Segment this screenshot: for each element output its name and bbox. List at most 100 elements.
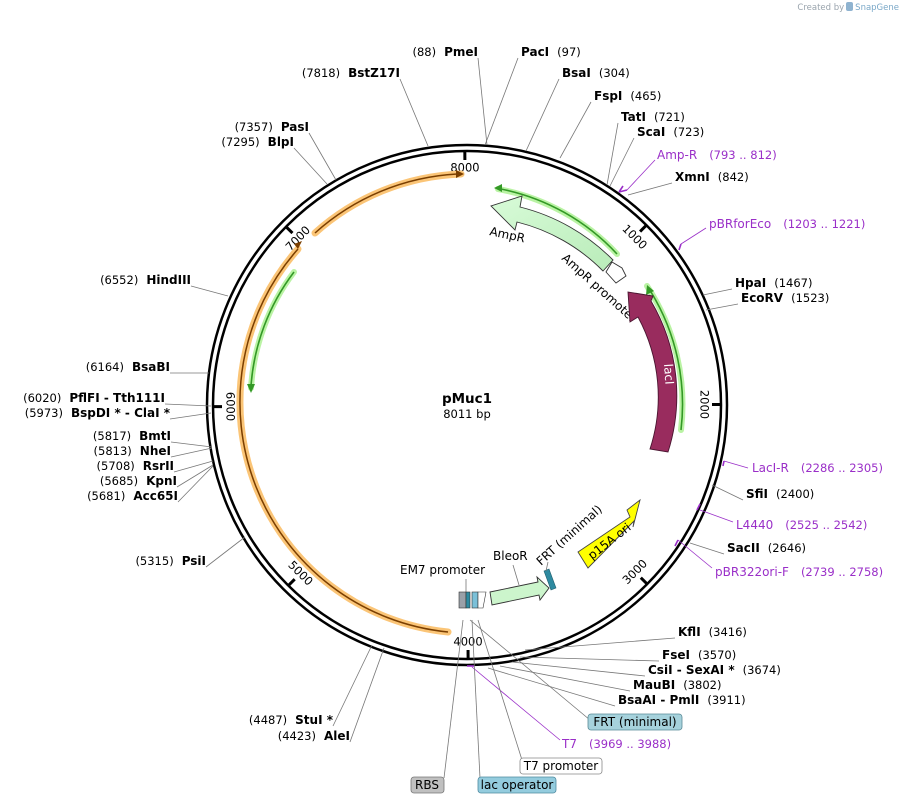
site-name-maubi: MauBI [633, 678, 675, 692]
orange-orf-arrowhead-left [294, 241, 302, 249]
primer-markers [467, 185, 725, 667]
site-name-xmni: XmnI [675, 170, 710, 184]
site-rsrii: RsrII(5708) [97, 459, 174, 473]
site-name-alei: AleI [324, 729, 350, 743]
lac-operator-block [471, 591, 479, 609]
em7-block-teal [465, 591, 471, 609]
ampr-arrow [490, 195, 614, 272]
site-pos-xmni: (842) [718, 170, 749, 184]
tick-label-4000: 4000 [453, 634, 482, 648]
site-name-pflfi: PflFI - Tth111I [69, 391, 165, 405]
site-sacii: SacII(2646) [727, 541, 806, 555]
site-name-nhei: NheI [140, 444, 171, 458]
primer-range-amp-r: (793 .. 812) [709, 148, 777, 162]
bleor-feature: BleoR [489, 549, 550, 606]
laci-label: lacI [661, 363, 676, 385]
site-bstz17i: BstZ17I (7818) [302, 66, 400, 80]
green-orf-top [500, 188, 618, 255]
site-pos-fsei: (3570) [698, 648, 736, 662]
site-leader-sacii [689, 542, 725, 555]
green-orf-left [250, 271, 295, 387]
site-xmni: XmnI (842) [675, 170, 749, 184]
site-leader-stui [332, 644, 373, 727]
site-blpi: BlpI(7295) [221, 135, 294, 149]
tick-mark-1000 [638, 224, 648, 233]
site-name-acc65i: Acc65I [133, 489, 178, 503]
primer-l4440: L4440(2525 .. 2542) [736, 518, 867, 532]
ampr-promoter-arrow [605, 261, 627, 284]
site-pos-pmei: (88) [412, 45, 436, 59]
site-alei: AleI(4423) [278, 729, 350, 743]
site-pos-bsabi: (6164) [86, 360, 124, 374]
em7-block-grey [458, 591, 467, 609]
em7-promoter-feature: EM7 promoter [400, 563, 487, 609]
frt-minimal-box [587, 713, 683, 731]
site-name-blpi: BlpI [268, 135, 294, 149]
site-pos-tati: (721) [654, 110, 685, 124]
site-leader-nhei [170, 447, 213, 458]
primer-mark-pbrforeco [678, 243, 682, 251]
site-leader-lines [164, 57, 744, 743]
site-name-pmei: PmeI [444, 45, 478, 59]
site-pos-maubi: (3802) [683, 678, 721, 692]
site-pos-bsaai: (3911) [707, 693, 745, 707]
ampr-label: AmpR [488, 224, 526, 245]
site-leader-bspdi [169, 412, 212, 420]
t7-promoter-box [519, 757, 603, 775]
site-name-hpai: HpaI [735, 276, 766, 290]
site-leader-hpai [702, 288, 733, 296]
site-name-bsabi: BsaBI [132, 360, 170, 374]
site-leader-acc65i [177, 465, 214, 503]
green-orf-right-arrowhead [646, 285, 654, 295]
site-labels: PmeI(88)PacI(97)BstZ17I(7818)BsaI(304)Fs… [23, 45, 829, 743]
site-name-bstz17i: BstZ17I [348, 66, 400, 80]
primer-range-pbr322ori-f: (2739 .. 2758) [801, 565, 883, 579]
site-leader-scai [609, 137, 635, 187]
boxed-feature-labels: FRT (minimal) T7 promoter RBS lac operat… [410, 619, 683, 794]
primer-name-amp-r: Amp-R [657, 148, 697, 162]
site-leader-pflfi [164, 403, 212, 407]
site-stui: StuI *(4487) [249, 713, 334, 727]
site-pos-bstz17i: (7818) [302, 66, 340, 80]
site-tati: TatI(721) [621, 110, 685, 124]
frt-minimal-marker [543, 568, 557, 591]
site-acc65i: Acc65I(5681) [87, 489, 178, 503]
site-name-kfli: KflI [678, 625, 701, 639]
credit-prefix: Created by [797, 3, 845, 13]
snapgene-logo-icon [846, 2, 854, 11]
site-leader-bmti [170, 441, 213, 448]
tick-mark-5000 [287, 578, 296, 587]
site-hindiii: HindIII(6552) [100, 273, 191, 287]
site-nhei: NheI(5813) [94, 444, 171, 458]
site-pos-pflfi: (6020) [23, 391, 61, 405]
site-kfli: KflI(3416) [678, 625, 747, 639]
site-pos-bmti: (5817) [93, 429, 131, 443]
site-pos-fspi: (465) [630, 89, 661, 103]
site-sfii: SfiI (2400) [746, 487, 814, 501]
primer-pbrforeco: pBRforEco(1203 .. 1221) [709, 217, 865, 231]
site-name-sfii: SfiI [746, 487, 768, 501]
site-name-stui: StuI * [295, 713, 334, 727]
credit-brand: SnapGene [855, 3, 899, 13]
site-pos-sfii: (2400) [776, 487, 814, 501]
primer-name-t7: T7 [561, 737, 577, 751]
site-name-bmti: BmtI [139, 429, 171, 443]
primer-name-l4440: L4440 [736, 518, 773, 532]
site-psii: PsiI(5315) [135, 554, 206, 568]
primer-name-pbr322ori-f: pBR322ori-F [715, 565, 789, 579]
green-orf-left-arrowhead [247, 384, 255, 393]
primer-mark-laci-r [722, 460, 725, 467]
tick-label-6000: 6000 [223, 392, 237, 421]
orange-orf-glow [311, 170, 465, 237]
orange-orf-arc-left [239, 248, 449, 633]
site-bsai: BsaI(304) [562, 66, 630, 80]
green-orfs [247, 184, 686, 433]
primer-pbr322ori-f: pBR322ori-F (2739 .. 2758) [715, 565, 883, 579]
primer-name-pbrforeco: pBRforEco [709, 217, 771, 231]
bleor-label: BleoR [493, 549, 528, 563]
primer-amp-r: Amp-R (793 .. 812) [657, 148, 777, 162]
site-leader-maubi [499, 665, 631, 692]
site-name-psii: PsiI [182, 554, 206, 568]
p15a-ori-label: p15A ori [585, 520, 633, 562]
site-leader-ecorv [705, 303, 739, 311]
